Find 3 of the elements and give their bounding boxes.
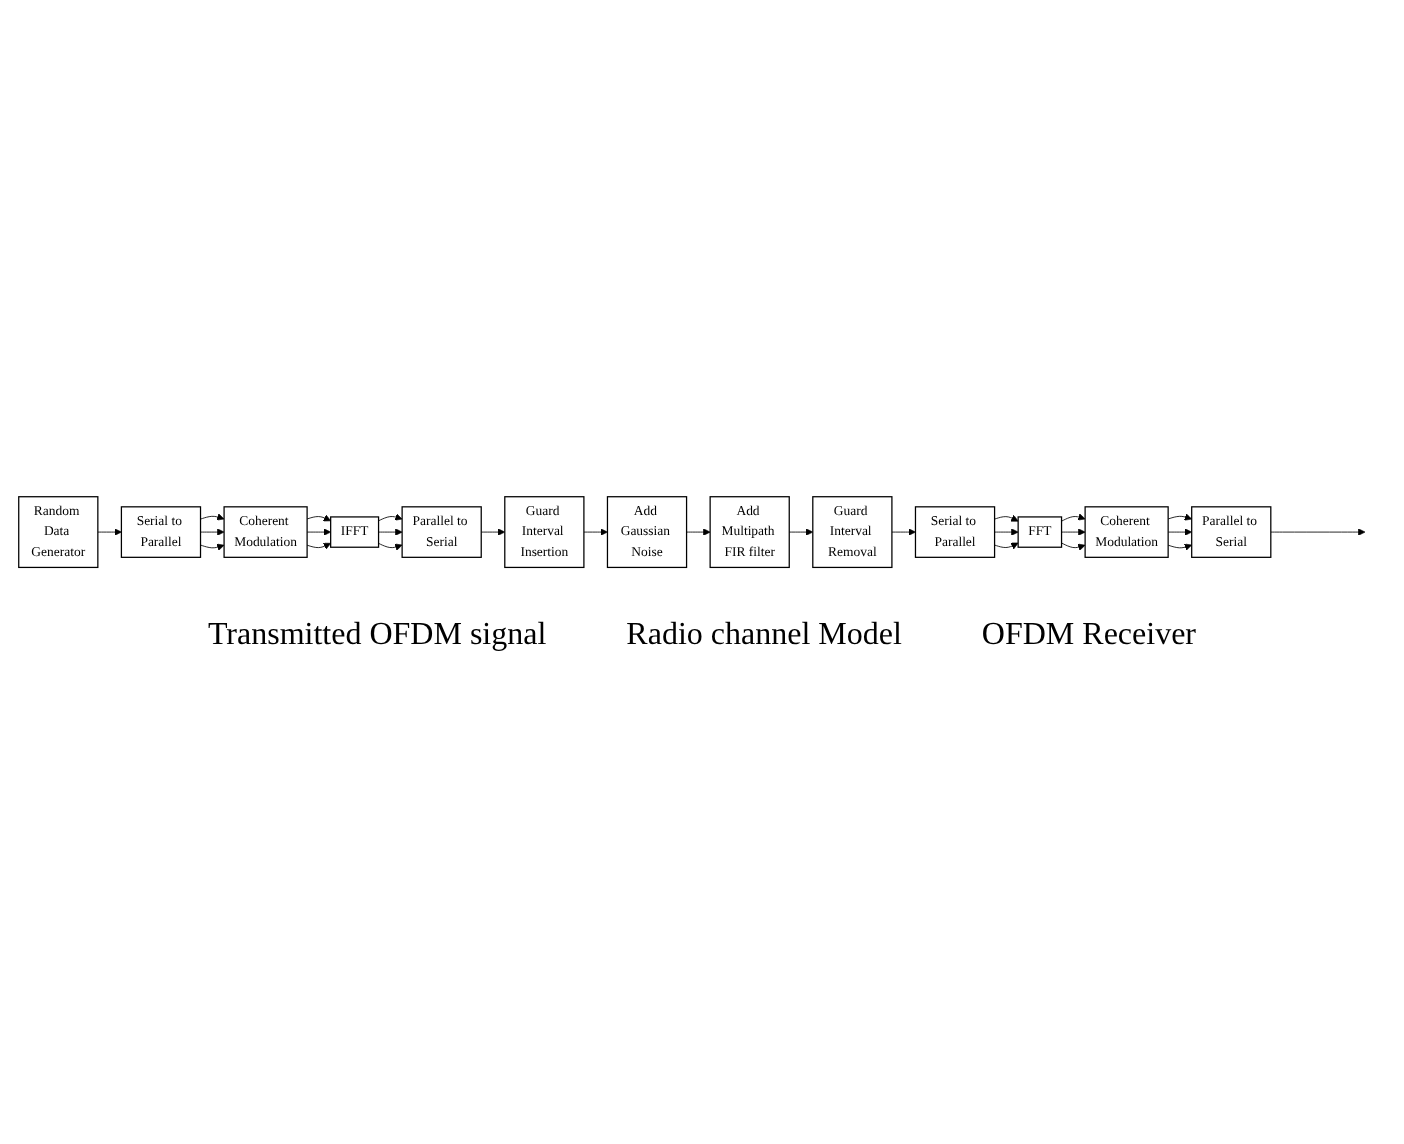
caption-label: Radio channel Model — [626, 617, 902, 654]
caption-label: OFDM Receiver — [981, 617, 1197, 654]
caption-label: Transmitted OFDM signal — [207, 617, 547, 654]
